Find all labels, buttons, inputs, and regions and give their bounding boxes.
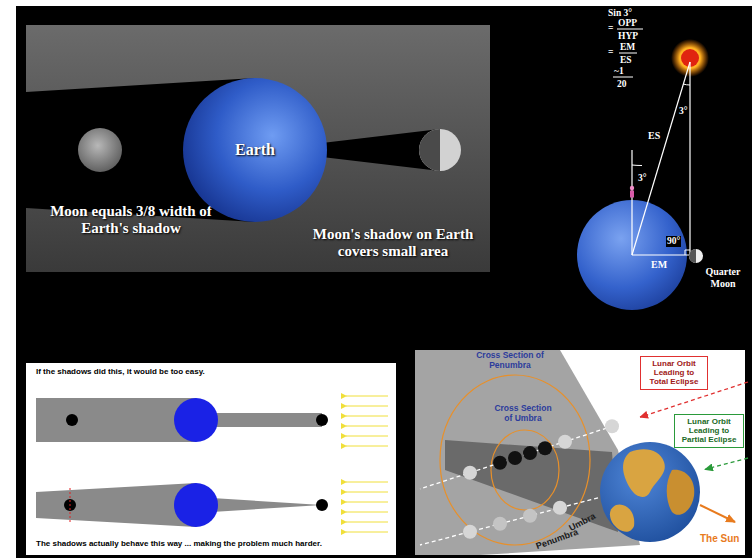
moon-dark-half (689, 249, 696, 263)
fraction-bar (619, 53, 637, 54)
eclipsed-moon (493, 456, 507, 470)
penumbra-cone (415, 350, 640, 555)
angle-label: 90° (666, 236, 681, 247)
continent (667, 470, 695, 515)
formula-text: = (608, 47, 613, 58)
box-text: Lunar Orbit Leading to Total Eclipse (644, 359, 704, 387)
formula-text: 20 (617, 79, 627, 90)
panel-background (415, 350, 745, 555)
distance-label: EM (651, 259, 667, 271)
continent (610, 504, 634, 531)
sunlight-arrow (346, 426, 388, 427)
earth (174, 398, 218, 442)
sun-moon-line (689, 62, 690, 255)
measure-line (70, 488, 71, 522)
sunlight-arrow (346, 406, 388, 407)
earth-circle (183, 78, 327, 222)
distance-label: ES (647, 130, 661, 142)
moon (78, 128, 122, 172)
zenith-line (631, 150, 632, 255)
note-text: If the shadows did this, it would be too… (36, 367, 205, 376)
sight-line (632, 62, 690, 255)
moon (66, 414, 78, 426)
sunlight-arrow (346, 416, 388, 417)
direction-label: The Sun (700, 533, 739, 545)
sunlight-arrow (346, 436, 388, 437)
box-text: Lunar Orbit Leading to Partial Eclipse (678, 417, 740, 445)
sunlight-arrows (346, 482, 388, 532)
sunlight-arrow (346, 492, 388, 493)
moon (558, 435, 572, 449)
converging-shadow (36, 483, 196, 527)
callout-box: Lunar Orbit Leading to Total Eclipse (640, 356, 708, 390)
moon-shadow (322, 129, 440, 171)
sunlight-arrow (346, 502, 388, 503)
sunlight-arrow (346, 532, 388, 533)
sunlight-arrow (346, 512, 388, 513)
moon (419, 129, 461, 171)
formula-text: HYP (618, 31, 638, 42)
region-label: Cross Section of Penumbra (470, 351, 550, 371)
caption-text: Moon's shadow on Earth covers small area (298, 226, 488, 261)
moon (463, 525, 477, 539)
moon (316, 499, 328, 511)
angle-label: 3° (637, 173, 648, 184)
eclipsed-moon (523, 446, 537, 460)
angle-label: 3° (678, 106, 689, 117)
caption-text: Moon equals 3/8 width of Earth's shadow (36, 203, 226, 238)
moon (463, 466, 477, 480)
formula-text: Sin 3° (608, 8, 632, 19)
earth-globe (600, 442, 700, 542)
umbra-cross-section (491, 430, 559, 510)
formula-text: OPP (618, 18, 637, 29)
panel-background (26, 363, 396, 555)
moon (493, 517, 507, 531)
moon-label: Quarter Moon (698, 266, 748, 289)
sunlight-arrow (346, 446, 388, 447)
moon (316, 414, 328, 426)
moon-dark-half (419, 129, 440, 171)
parallel-shadow (36, 398, 196, 442)
eclipsed-moon (508, 451, 522, 465)
sunlight-arrow (346, 396, 388, 397)
angle-arc (632, 165, 642, 167)
earth (174, 483, 218, 527)
moon (553, 501, 567, 515)
sunlight-arrow (346, 482, 388, 483)
quarter-moon (689, 249, 703, 263)
moon (523, 509, 537, 523)
formula-text: = (608, 23, 613, 34)
sunlight-arrow (346, 522, 388, 523)
continent (623, 449, 665, 497)
formula-text: ES (620, 55, 632, 66)
region-label: Cross Section of Umbra (492, 404, 554, 424)
observer-body (630, 191, 634, 198)
node-title: Earth (235, 141, 275, 159)
callout-box: Lunar Orbit Leading to Partial Eclipse (674, 414, 744, 448)
observer-head (630, 186, 634, 190)
formula-text: ~1 (614, 66, 624, 77)
earth-circle: Earth (183, 78, 327, 222)
note-text: The shadows actually behave this way ...… (36, 539, 322, 548)
sunlight-arrows (346, 396, 388, 446)
panel-background (26, 25, 490, 272)
moon (605, 419, 619, 433)
orbit-arrow (705, 458, 748, 469)
sun-direction-arrow (700, 505, 735, 522)
black-ground (16, 6, 752, 558)
eclipsed-moon (538, 441, 552, 455)
formula-text: EM (620, 42, 635, 53)
earth-moon-line (632, 254, 692, 255)
fraction-bar (617, 29, 643, 30)
fraction-bar (613, 77, 633, 78)
angle-arc (683, 84, 690, 85)
cone-label: Penumbra (535, 527, 580, 552)
